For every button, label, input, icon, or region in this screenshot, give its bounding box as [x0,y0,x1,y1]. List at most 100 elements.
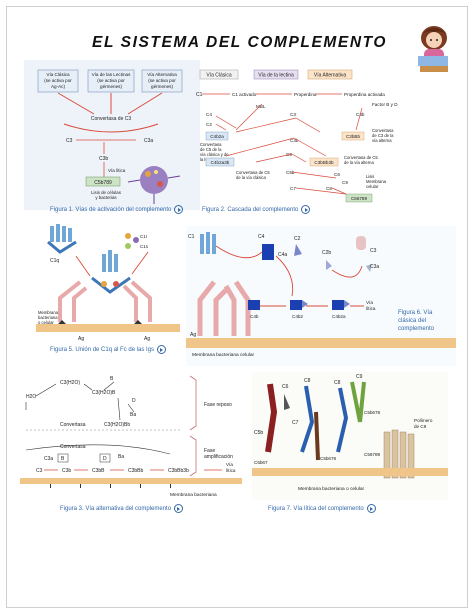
svg-text:B: B [61,456,65,462]
svg-text:Membrana bacteriana o celular: Membrana bacteriana o celular [298,486,365,492]
svg-text:C3b: C3b [99,156,108,162]
svg-text:C3bBb: C3bBb [128,468,144,474]
svg-text:Properdina: Properdina [294,92,317,97]
svg-text:Convertasa: Convertasa [60,422,86,428]
svg-text:C5b67: C5b67 [254,460,268,465]
svg-text:C8: C8 [326,186,332,191]
svg-text:C3: C3 [290,112,296,117]
page-title: EL SISTEMA DEL COMPLEMENTO [92,34,388,51]
svg-text:C3bBb3b: C3bBb3b [168,468,189,474]
svg-text:C9: C9 [356,374,363,380]
play-icon[interactable] [366,504,376,513]
svg-text:Ag: Ag [78,336,84,342]
play-icon[interactable] [174,504,184,513]
svg-text:C3b: C3b [62,468,71,474]
svg-text:Convertasa: Convertasa [60,444,86,450]
svg-text:MBL: MBL [256,104,266,109]
svg-text:C4: C4 [206,112,212,117]
svg-text:C8: C8 [304,378,311,384]
svg-text:C3: C3 [370,248,377,254]
play-icon[interactable] [301,205,311,214]
svg-text:C5b: C5b [286,170,295,175]
svg-text:D: D [132,398,136,404]
figure-1-caption: Figura 1. Vías de activación del complem… [50,205,184,214]
figure-6-classical-pathway: C1 C4 C4a C2 C2b C3 C3a C4b C4b2 C4b2a V… [186,226,456,366]
svg-text:Membrana bacteriana celular: Membrana bacteriana celular [192,352,255,358]
svg-text:Fase reposo: Fase reposo [204,402,232,408]
svg-text:B: B [110,376,114,382]
page-frame [6,6,468,608]
svg-text:C3(H2O)B: C3(H2O)B [92,390,116,396]
svg-text:C56789: C56789 [351,196,368,201]
figure-2-cascade: Vía Clásica Vía de la lectina Vía Altern… [196,69,398,203]
svg-text:C3bB: C3bB [92,468,105,474]
svg-text:D: D [103,456,107,462]
figure-2-caption: Figura 2. Cascada del complemento [202,205,311,214]
svg-text:C4a: C4a [278,252,287,258]
svg-text:Properdina activada: Properdina activada [344,92,385,97]
figure-5-caption: Figura 5. Unión de C1q al Fc de las Igs [50,345,167,354]
svg-text:Membrana bacteriana: Membrana bacteriana [170,492,217,498]
svg-text:Ag: Ag [190,332,196,338]
figure-7-lytic-pathway: C5b C6 C8 C7 C8 C9 C5b678 C5b67 C5b678 C… [252,372,448,500]
svg-text:C3a: C3a [370,264,379,270]
svg-text:C4b2: C4b2 [292,314,303,319]
svg-text:C6: C6 [282,384,289,390]
figure-3-caption: Figura 3. Vía alternativa del complement… [60,504,184,513]
svg-text:C4b2a3b: C4b2a3b [211,160,230,165]
svg-text:C2b: C2b [322,250,331,256]
svg-text:C3b: C3b [290,138,299,143]
svg-text:C3: C3 [66,138,73,144]
figure-3-alternative-pathway: H2O C3(H2O) C3(H2O)B B D Ba C3(H2O)Bb Co… [20,375,242,498]
svg-text:C5b789: C5b789 [94,180,112,186]
svg-text:C2: C2 [294,236,301,242]
svg-text:Ba: Ba [130,412,136,418]
svg-text:C1: C1 [196,92,203,98]
svg-text:Vía de la lectina: Vía de la lectina [258,73,294,79]
svg-text:C6: C6 [334,172,340,177]
svg-text:C1 activado: C1 activado [232,92,257,97]
svg-text:H2O: H2O [26,394,36,400]
svg-text:C3(H2O)Bb: C3(H2O)Bb [104,422,130,428]
svg-text:C7: C7 [292,420,299,426]
svg-text:C1q: C1q [50,258,59,264]
svg-text:C1r: C1r [140,234,148,239]
svg-text:C4b: C4b [250,314,259,319]
svg-text:C5b678: C5b678 [320,456,337,461]
svg-text:C8: C8 [334,380,341,386]
svg-text:C1s: C1s [140,244,149,249]
svg-text:C3: C3 [36,468,43,474]
svg-text:Ba: Ba [118,454,124,460]
svg-text:C4b2a: C4b2a [210,134,224,139]
svg-text:Factor B y D: Factor B y D [372,102,398,107]
svg-text:C3bBb: C3bBb [346,134,360,139]
play-icon[interactable] [174,205,184,214]
svg-text:C56789: C56789 [364,452,381,457]
svg-text:Vía lítica: Vía lítica [108,168,126,173]
svg-text:C7: C7 [290,186,296,191]
student-clipart-icon [418,26,448,72]
play-icon[interactable] [157,345,167,354]
svg-text:Convertasa de C3: Convertasa de C3 [91,116,132,122]
svg-text:C5b678: C5b678 [364,410,381,415]
svg-text:Vía Alternativa: Vía Alternativa [314,73,346,79]
svg-text:C3a: C3a [144,138,153,144]
svg-text:C4: C4 [258,234,265,240]
svg-text:C3bBb3b: C3bBb3b [314,160,334,165]
svg-text:Ag: Ag [144,336,150,342]
svg-text:C1: C1 [188,234,195,240]
svg-text:C2: C2 [206,122,212,127]
